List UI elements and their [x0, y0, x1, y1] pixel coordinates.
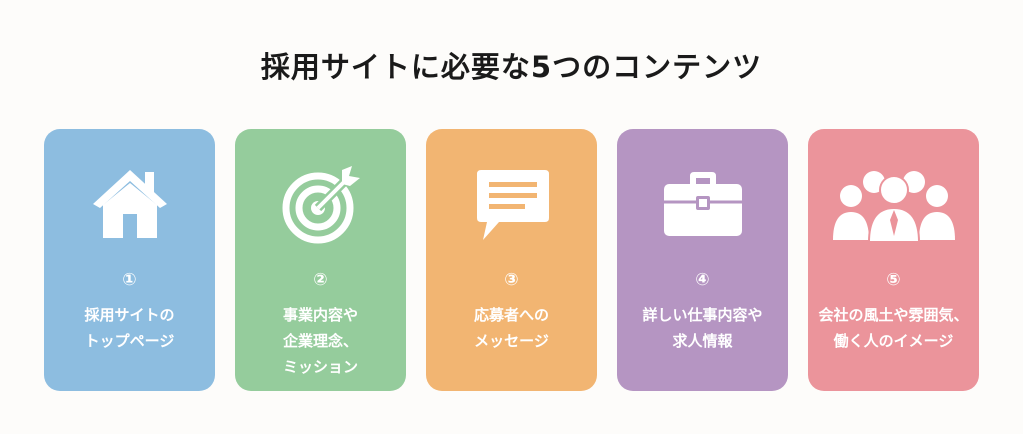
card-number: ① — [122, 270, 137, 290]
card-label: 事業内容や 企業理念、 ミッション — [282, 306, 358, 376]
card-number: ⑤ — [886, 270, 901, 290]
house-icon — [44, 157, 215, 249]
briefcase-icon — [617, 157, 788, 249]
card-number: ② — [313, 270, 328, 290]
card-top-page: ① 採用サイトの トップページ — [44, 129, 215, 391]
card-job-info: ④ 詳しい仕事内容や 求人情報 — [617, 129, 788, 391]
card-label: 会社の風土や雰囲気、 働く人のイメージ — [818, 306, 969, 350]
card-label: 応募者への メッセージ — [473, 306, 549, 350]
card-number: ③ — [504, 270, 519, 290]
card-label: 採用サイトの トップページ — [84, 306, 175, 350]
content-cards: ① 採用サイトの トップページ ② 事業内容や 企業理念、 ミッション — [44, 129, 979, 391]
people-group-icon — [808, 157, 979, 249]
card-label: 詳しい仕事内容や 求人情報 — [642, 306, 763, 350]
target-arrow-icon — [235, 157, 406, 249]
card-message: ③ 応募者への メッセージ — [426, 129, 597, 391]
card-mission: ② 事業内容や 企業理念、 ミッション — [235, 129, 406, 391]
card-culture: ⑤ 会社の風土や雰囲気、 働く人のイメージ — [808, 129, 979, 391]
page-title: 採用サイトに必要な5つのコンテンツ — [260, 50, 763, 84]
speech-bubble-icon — [426, 157, 597, 249]
card-number: ④ — [695, 270, 710, 290]
